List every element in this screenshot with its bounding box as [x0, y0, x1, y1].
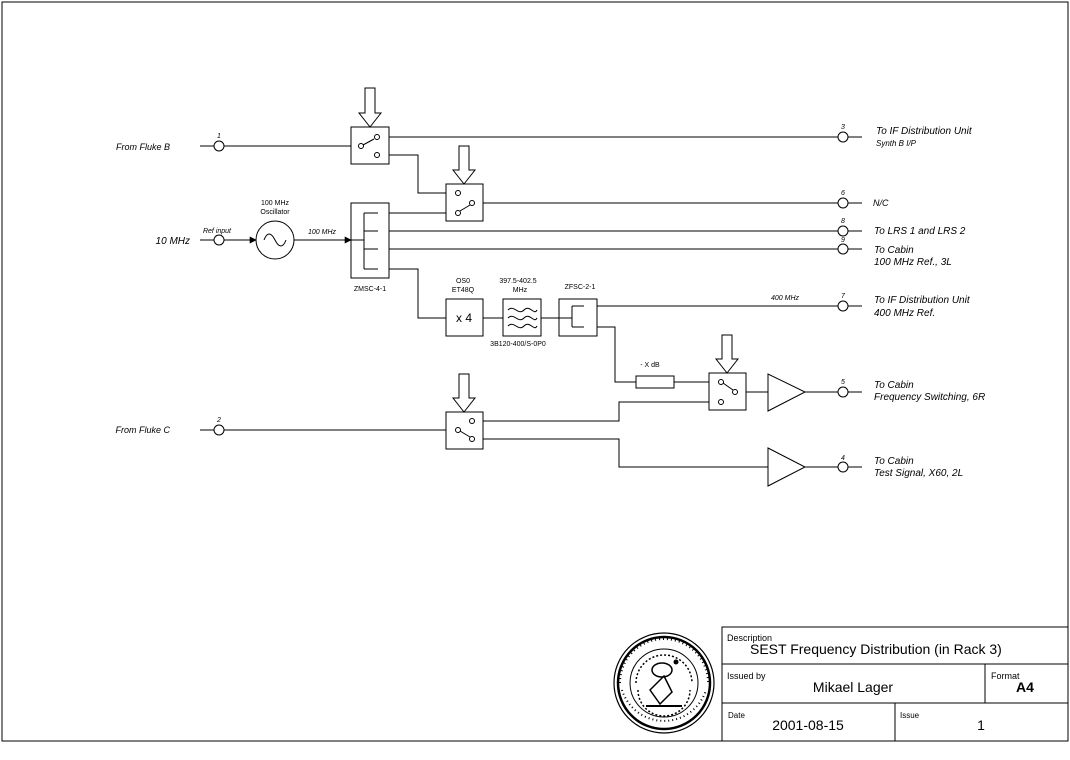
- rf-switch-1: [350, 87, 390, 165]
- component-part-number: 3B120-400/S-0P0: [490, 341, 546, 348]
- oscillator: 100 MHz Oscillator 100 MHz: [255, 200, 337, 260]
- format-value: A4: [1016, 679, 1034, 695]
- power-splitter-2way: ZFSC-2-1: [558, 284, 598, 337]
- issue-label: Issue: [900, 711, 920, 720]
- port-destination: To IF Distribution Unit: [874, 295, 971, 306]
- port-out-6: 6 N/C: [837, 190, 889, 209]
- port-number: 5: [841, 379, 845, 386]
- wire-label: 400 MHz: [771, 295, 800, 302]
- port-number: 3: [841, 124, 845, 131]
- port-from-fluke-c: From Fluke C 2: [115, 417, 225, 436]
- port-destination-detail: Frequency Switching, 6R: [874, 392, 985, 403]
- frequency-multiplier: x 4 OS0 ET48Q: [445, 278, 484, 337]
- port-destination: To Cabin: [874, 245, 914, 256]
- port-destination: N/C: [873, 198, 889, 208]
- rf-switch-4: [445, 373, 484, 450]
- port-destination-detail: Test Signal, X60, 2L: [874, 468, 963, 479]
- wire-label: 100 MHz: [308, 229, 337, 236]
- port-from-fluke-b: From Fluke B 1: [116, 133, 225, 152]
- connector-circle: [213, 140, 225, 152]
- port-out-4: 4 To Cabin Test Signal, X60, 2L: [837, 455, 963, 479]
- rf-switch-3: [708, 334, 747, 411]
- connector-circle: [837, 461, 849, 473]
- amplifier-1-icon: [767, 373, 807, 412]
- wires: [224, 136, 838, 468]
- description-value: SEST Frequency Distribution (in Rack 3): [750, 641, 1002, 657]
- component-label: ZFSC-2-1: [565, 284, 596, 291]
- observatory-seal: [613, 632, 715, 734]
- date-label: Date: [728, 711, 745, 720]
- port-label: From Fluke C: [115, 425, 170, 435]
- control-arrow-icon: [451, 373, 477, 413]
- issued-by-value: Mikael Lager: [813, 679, 893, 695]
- port-destination-detail: Synth B I/P: [876, 139, 917, 148]
- port-number: 2: [216, 417, 221, 424]
- connector-circle: [837, 386, 849, 398]
- port-tag: Ref input: [203, 228, 232, 235]
- port-destination: To Cabin: [874, 380, 914, 391]
- connector-circle: [837, 197, 849, 209]
- amplifier-2-icon: [767, 447, 807, 487]
- control-arrow-icon: [714, 334, 740, 374]
- connector-circle: [837, 131, 849, 143]
- issued-by-label: Issued by: [727, 671, 766, 681]
- control-arrow-icon: [357, 87, 383, 128]
- attenuator: - X dB: [635, 362, 675, 389]
- component-sublabel: MHz: [513, 287, 528, 294]
- connector-circle: [837, 243, 849, 255]
- title-block: Description SEST Frequency Distribution …: [721, 626, 1069, 742]
- description-label: Description: [727, 633, 772, 643]
- port-number: 6: [841, 190, 845, 197]
- control-arrow-icon: [451, 145, 477, 185]
- filter-wave-icon: [507, 307, 538, 313]
- port-label: 10 MHz: [156, 236, 190, 247]
- port-number: 1: [217, 133, 221, 140]
- component-label: OS0: [456, 278, 470, 285]
- power-splitter-4way: ZMSC-4-1: [350, 202, 390, 293]
- port-out-5: 5 To Cabin Frequency Switching, 6R: [837, 379, 985, 403]
- port-out-7: 7 400 MHz To IF Distribution Unit 400 MH…: [771, 293, 971, 319]
- port-number: 4: [841, 455, 845, 462]
- port-number: 7: [841, 293, 846, 300]
- multiplier-symbol: x 4: [456, 311, 472, 325]
- attenuator-label: - X dB: [640, 362, 660, 369]
- issue-value: 1: [977, 717, 985, 733]
- format-label: Format: [991, 671, 1020, 681]
- date-value: 2001-08-15: [772, 717, 844, 733]
- sheet-border: [1, 1, 1069, 742]
- component-label: ZMSC-4-1: [354, 286, 386, 293]
- port-destination-detail: 400 MHz Ref.: [874, 308, 935, 319]
- connector-circle: [213, 234, 225, 246]
- component-label: 397.5-402.5: [499, 278, 536, 285]
- port-out-3: 3 To IF Distribution Unit Synth B I/P: [837, 124, 973, 148]
- port-label: From Fluke B: [116, 142, 170, 152]
- rf-switch-2: [445, 145, 484, 222]
- port-number: 8: [841, 218, 845, 225]
- component-sublabel: ET48Q: [452, 287, 475, 294]
- sine-wave-icon: [263, 233, 287, 247]
- port-10mhz: 10 MHz Ref input: [156, 228, 233, 247]
- port-out-8: 8 To LRS 1 and LRS 2: [837, 218, 966, 237]
- bandpass-filter: 397.5-402.5 MHz 3B120-400/S-0P0: [490, 278, 546, 348]
- port-destination: To IF Distribution Unit: [876, 126, 973, 137]
- port-destination-detail: 100 MHz Ref., 3L: [874, 257, 952, 268]
- port-destination: To Cabin: [874, 456, 914, 467]
- connector-circle: [213, 424, 225, 436]
- connector-circle: [837, 225, 849, 237]
- oscillator-sublabel: Oscillator: [260, 209, 290, 216]
- port-number: 9: [841, 237, 845, 244]
- port-out-9: 9 To Cabin 100 MHz Ref., 3L: [837, 237, 952, 268]
- oscillator-label: 100 MHz: [261, 200, 290, 207]
- port-destination: To LRS 1 and LRS 2: [874, 226, 966, 237]
- connector-circle: [837, 300, 849, 312]
